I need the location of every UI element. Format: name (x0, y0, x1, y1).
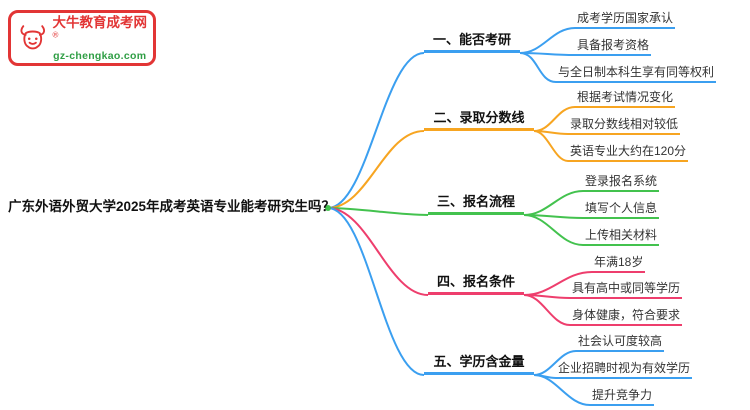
connector-branch5-leaf2 (533, 374, 557, 379)
connector-branch3-leaf2 (523, 214, 584, 219)
branch1-label: 一、能否考研 (424, 32, 520, 53)
branch2-label: 二、录取分数线 (424, 110, 534, 131)
connector-branch2-leaf3 (533, 130, 569, 162)
registered-trademark-mark: ® (52, 30, 59, 40)
branch5-leaf2: 企业招聘时视为有效学历 (556, 361, 693, 379)
branch5-leaf1: 社会认可度较高 (576, 334, 665, 352)
connector-branch1-leaf2 (519, 52, 576, 56)
connector-root-branch2 (327, 130, 425, 209)
branch4-leaf2: 具有高中或同等学历 (570, 281, 683, 299)
branch4-label: 四、报名条件 (428, 274, 524, 295)
connector-branch3-leaf3 (523, 214, 584, 246)
connector-branch3-leaf1 (523, 190, 584, 216)
connector-branch1-leaf1 (519, 27, 576, 54)
logo-text-block: 大牛教育成考网® gz-chengkao.com (53, 14, 148, 63)
branch3-leaf1: 登录报名系统 (583, 174, 660, 192)
connector-branch4-leaf2 (523, 294, 571, 299)
connector-branch1-leaf3 (519, 52, 557, 83)
branch5-label: 五、学历含金量 (424, 354, 534, 375)
branch4-leaf1: 年满18岁 (592, 255, 646, 273)
logo-site-url: gz-chengkao.com (53, 49, 147, 62)
branch1-leaf1: 成考学历国家承认 (575, 11, 676, 29)
branch2-leaf1: 根据考试情况变化 (575, 90, 676, 108)
connector-branch5-leaf3 (533, 374, 591, 406)
branch4-leaf3: 身体健康，符合要求 (570, 308, 683, 326)
branch2-leaf2: 录取分数线相对较低 (568, 117, 681, 135)
connector-root-branch1 (327, 52, 425, 209)
logo-site-name: 大牛教育成考网 (52, 14, 148, 30)
branch2-leaf3: 英语专业大约在120分 (568, 144, 689, 162)
branch3-label: 三、报名流程 (428, 194, 524, 215)
connector-root-branch4 (327, 207, 429, 296)
connector-root-branch3 (327, 207, 429, 216)
branch1-leaf3: 与全日制本科生享有同等权利 (556, 65, 717, 83)
connector-root-branch5 (327, 207, 425, 376)
root-topic: 广东外语外贸大学2025年成考英语专业能考研究生吗？ (8, 199, 336, 214)
connector-branch4-leaf3 (523, 294, 571, 326)
site-logo: 大牛教育成考网® gz-chengkao.com (8, 10, 156, 66)
branch3-leaf2: 填写个人信息 (583, 201, 660, 219)
branch3-leaf3: 上传相关材料 (583, 228, 660, 246)
branch5-leaf3: 提升竞争力 (590, 388, 655, 406)
bull-logo-icon (20, 25, 46, 50)
branch1-leaf2: 具备报考资格 (575, 38, 652, 56)
connector-branch2-leaf2 (533, 130, 569, 135)
